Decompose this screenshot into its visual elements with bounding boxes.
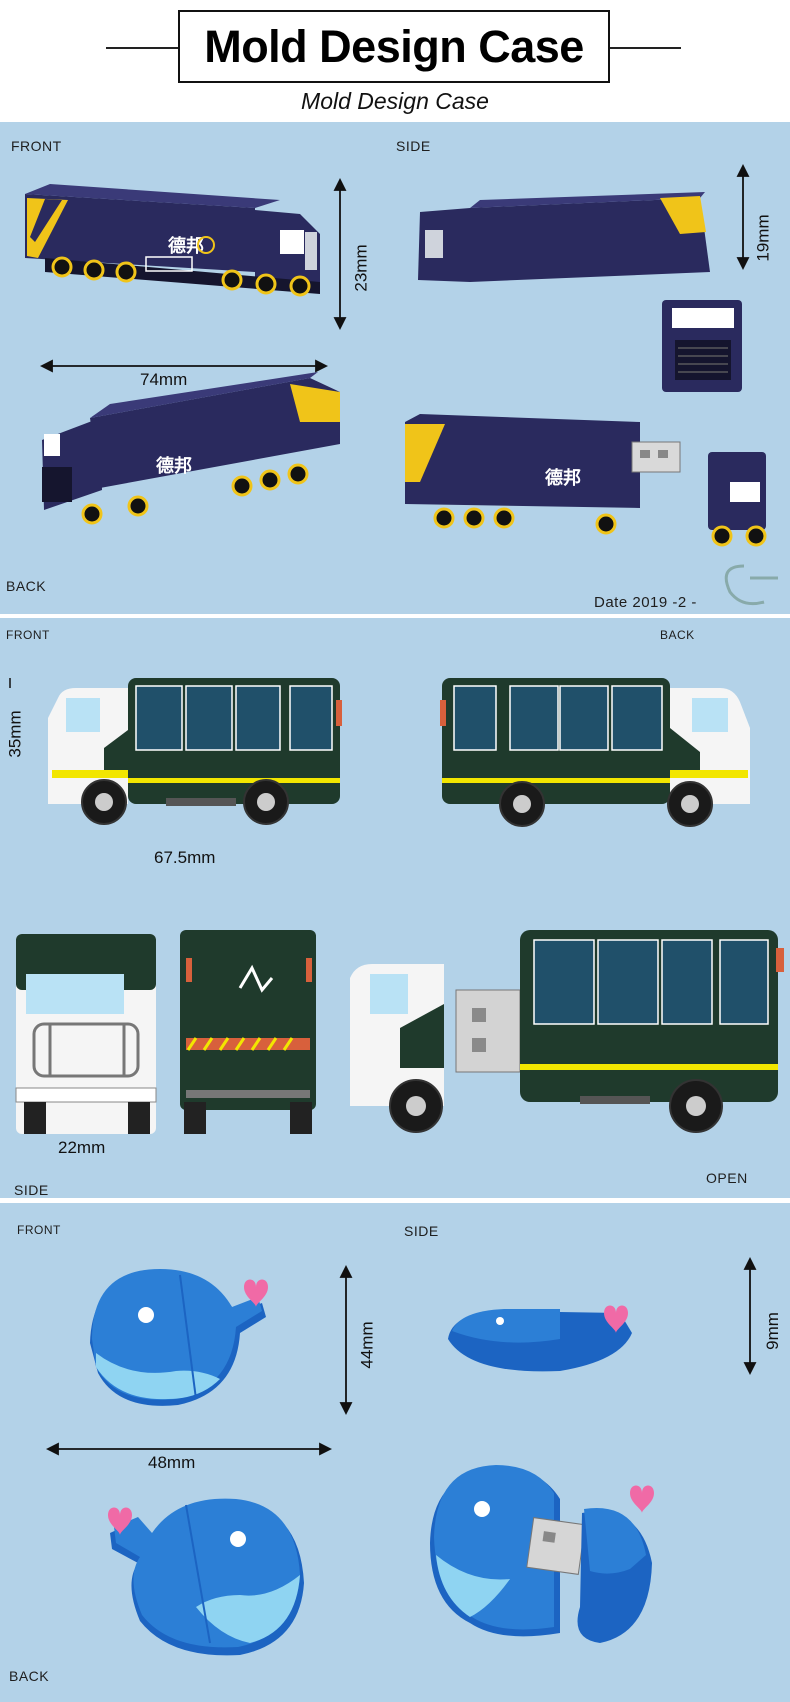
side-label: SIDE	[396, 138, 431, 154]
title-divider-right	[608, 47, 681, 49]
whale-front-view	[90, 1269, 268, 1406]
length-dimension-arrow	[45, 1442, 333, 1456]
brand-logo-icon	[724, 564, 778, 606]
title-box: Mold Design Case	[178, 10, 610, 83]
truck-front-view: 德邦	[25, 184, 320, 297]
truck-side-view	[418, 192, 710, 282]
cargo-truck-illustration: 德邦	[25, 163, 778, 606]
bus-cab-front	[15, 934, 157, 1134]
length-dim-label: 67.5mm	[154, 848, 216, 867]
back-label: BACK	[660, 628, 695, 642]
length-dim-label: 74mm	[140, 370, 188, 389]
truck-cab-front	[662, 300, 742, 392]
panel-whale: FRONT SIDE BACK	[0, 1203, 790, 1702]
date-label: Date 2019 -2 -	[594, 594, 697, 611]
width-dim-label: 22mm	[58, 1138, 106, 1157]
page-subtitle: Mold Design Case	[301, 88, 489, 114]
back-label: BACK	[9, 1668, 50, 1684]
side-label: SIDE	[404, 1223, 439, 1239]
panel-bus-truck: FRONT BACK SIDE OPEN	[0, 618, 790, 1198]
truck-brand-text: 德邦	[168, 235, 204, 257]
length-dimension-arrow	[39, 359, 329, 373]
bus-back-view	[440, 678, 750, 827]
height-dimension-arrow	[339, 1264, 353, 1416]
side-height-dimension-arrow	[736, 163, 750, 271]
front-label: FRONT	[6, 628, 50, 642]
thickness-dimension-arrow	[743, 1256, 757, 1376]
title-divider-left	[106, 47, 181, 49]
whale-side-view	[448, 1305, 632, 1372]
bus-truck-illustration	[9, 678, 784, 1134]
bus-open-view	[350, 930, 784, 1133]
open-label: OPEN	[706, 1170, 748, 1186]
page-title: Mold Design Case	[204, 20, 584, 72]
back-label: BACK	[6, 578, 47, 594]
height-dim-label: 44mm	[357, 1321, 377, 1369]
length-dim-label: 48mm	[148, 1453, 196, 1472]
side-height-dim-label: 19mm	[753, 214, 773, 262]
whale-open-view	[430, 1465, 654, 1643]
header: Mold Design Case Mold Design Case	[0, 0, 790, 122]
height-dim-label: 35mm	[5, 710, 25, 758]
panel-cargo-truck: FRONT SIDE BACK Date 2019 -2 - 德邦	[0, 122, 790, 614]
whale-back-view	[108, 1498, 304, 1656]
svg-text:德邦: 德邦	[156, 455, 192, 477]
front-label: FRONT	[11, 138, 62, 154]
height-dimension-arrow	[333, 177, 347, 331]
height-dim-label: 23mm	[351, 244, 371, 292]
bus-front-view	[48, 678, 342, 825]
whale-illustration	[45, 1256, 757, 1656]
bus-rear	[180, 930, 316, 1134]
thickness-dim-label: 9mm	[762, 1312, 782, 1350]
svg-text:德邦: 德邦	[545, 467, 581, 489]
truck-open-view: 德邦	[405, 414, 767, 547]
front-label: FRONT	[17, 1223, 61, 1237]
side-label: SIDE	[14, 1182, 49, 1198]
truck-back-view: 德邦	[42, 372, 340, 525]
